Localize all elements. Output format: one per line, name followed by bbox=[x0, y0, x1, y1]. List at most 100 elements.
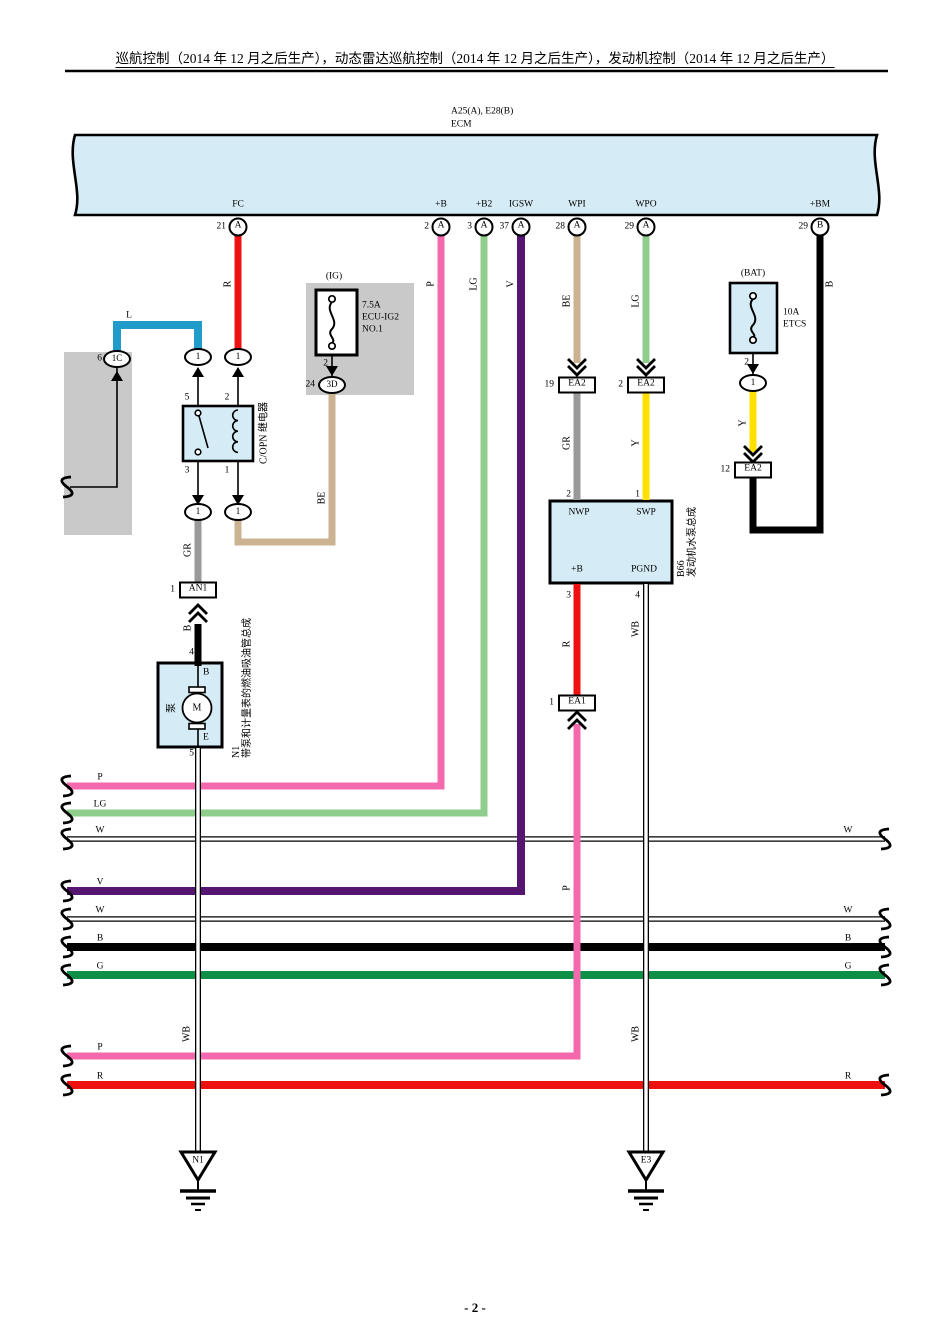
wire-b-bm bbox=[749, 232, 824, 534]
ecm-pin-num: 28 bbox=[555, 221, 566, 232]
wire-label-lg: LG bbox=[468, 277, 480, 291]
ecm-box bbox=[71, 133, 881, 217]
wire-label-wb: WB bbox=[630, 620, 642, 638]
junction-ea2-wpo: EA2 bbox=[627, 376, 665, 394]
ecm-pin-num: 37 bbox=[499, 221, 510, 232]
bus-label-p2-left: P bbox=[97, 1042, 103, 1053]
wire-l-blue bbox=[113, 321, 202, 352]
junction-ea2-wpi: EA2 bbox=[558, 376, 596, 394]
connector-1c-num: 6 bbox=[97, 353, 102, 364]
water-pump-code: B66 bbox=[676, 560, 687, 577]
ground-right bbox=[626, 1150, 666, 1211]
bus-label-r-left: R bbox=[96, 1071, 104, 1082]
fuse-ig-box bbox=[314, 288, 359, 357]
page-title: 巡航控制（2014 年 12 月之后生产），动态雷达巡航控制（2014 年 12… bbox=[115, 51, 835, 68]
wp-term-pgnd: PGND bbox=[631, 564, 657, 575]
fuel-pump-name: N1 带泵和计量表的燃油吸油管总成 bbox=[231, 618, 253, 758]
wire-label-gr: GR bbox=[182, 543, 194, 557]
bus-label-r-right: R bbox=[844, 1071, 852, 1082]
ecm-pin-conn-wpo: A bbox=[636, 217, 656, 237]
junction-ea2-bm: EA2 bbox=[734, 461, 772, 479]
ecm-pin-conn-plusb2: A bbox=[474, 217, 494, 237]
wire-v-igsw bbox=[67, 232, 525, 895]
wire-label-y: Y bbox=[630, 439, 642, 447]
junction-ea1: EA1 bbox=[558, 694, 596, 712]
fuse-etcs-name: ETCS bbox=[783, 319, 807, 330]
ecm-pin-label-fc: FC bbox=[232, 199, 244, 210]
ecm-code: A25(A), E28(B) bbox=[451, 106, 514, 117]
relay-pin-3: 3 bbox=[184, 465, 190, 476]
relay-box bbox=[181, 404, 255, 463]
fuel-pump-title: 带泵和计量表的燃油吸油管总成 bbox=[242, 618, 253, 758]
fuse-ig-name2: NO.1 bbox=[362, 324, 383, 335]
bus-label-b-left: B bbox=[96, 933, 104, 944]
wire-label-b2: B bbox=[182, 624, 194, 632]
water-pump-title: 发动机水泵总成 bbox=[687, 507, 698, 577]
ecm-pin-num: 29 bbox=[798, 221, 809, 232]
wire-label-p: P bbox=[425, 281, 437, 287]
wires bbox=[67, 232, 824, 1060]
connector-relay-br: 1 bbox=[224, 503, 252, 521]
page-number: - 2 - bbox=[464, 1300, 486, 1315]
wire-p-plusb bbox=[67, 232, 445, 790]
wire-label-y2: Y bbox=[737, 419, 749, 427]
bus-label-g-left: G bbox=[96, 961, 104, 972]
ecm-pin-num: 2 bbox=[424, 221, 429, 232]
wire-label-r: R bbox=[222, 280, 234, 288]
bus-label-w1-right: W bbox=[843, 825, 853, 836]
fuse-ig-bank: (IG) bbox=[325, 271, 343, 282]
shield-box-left bbox=[64, 352, 132, 535]
wire-label-b: B bbox=[824, 280, 836, 288]
bus-label-v-left: V bbox=[96, 877, 104, 888]
junction-ea1-num: 1 bbox=[549, 697, 554, 708]
wp-pin-4: 4 bbox=[635, 590, 640, 601]
bus-label-g-right: G bbox=[844, 961, 852, 972]
connector-relay-tr: 1 bbox=[224, 348, 252, 366]
wire-lg-plusb2 bbox=[67, 232, 488, 817]
bus-label-w2-right: W bbox=[843, 905, 853, 916]
wire-label-wb2: WB bbox=[181, 1025, 193, 1043]
fuse-ig-symbol bbox=[327, 294, 337, 351]
wb-wires bbox=[195, 584, 649, 1152]
ecm-pin-label-wpo: WPO bbox=[635, 199, 657, 210]
pump-term-b: B bbox=[203, 667, 210, 678]
ecm-pin-conn-bm: B bbox=[810, 217, 830, 237]
wire-label-v: V bbox=[505, 280, 517, 288]
continuation-squiggles bbox=[60, 475, 892, 1097]
wire-label-wb3: WB bbox=[630, 1025, 642, 1043]
ground-label-e3: E3 bbox=[640, 1155, 652, 1166]
wire-be-ig bbox=[234, 392, 336, 546]
water-pump-box bbox=[548, 499, 674, 585]
wire-label-p2: P bbox=[561, 885, 573, 891]
connector-relay-bl: 1 bbox=[184, 503, 212, 521]
fuse-etcs-rating: 10A bbox=[783, 307, 800, 318]
wire-p-ea1 bbox=[67, 724, 581, 1060]
fuse-ig-rating: 7.5A bbox=[362, 300, 381, 311]
ecm-pin-conn-plusb: A bbox=[431, 217, 451, 237]
ground-left bbox=[178, 1150, 218, 1211]
fuse-etcs-bank: (BAT) bbox=[740, 268, 766, 279]
connector-3d-num: 24 bbox=[305, 379, 316, 390]
water-pump-name: B66 发动机水泵总成 bbox=[676, 507, 698, 577]
fuel-pump-code: N1 bbox=[231, 745, 242, 758]
wp-term-nwp: NWP bbox=[568, 507, 590, 518]
ground-label-n1: N1 bbox=[192, 1155, 204, 1166]
pump-pin-4: 4 bbox=[189, 647, 194, 658]
ecm-pin-label-plusb2: +B2 bbox=[475, 199, 493, 210]
ecm-pin-num: 3 bbox=[467, 221, 472, 232]
connector-etcs-out: 1 bbox=[739, 374, 767, 392]
ecm-pin-label-igsw: IGSW bbox=[508, 199, 534, 210]
arrowheads bbox=[111, 364, 759, 505]
bus-w-wires bbox=[67, 836, 885, 922]
ecm-pin-label-bm: +BM bbox=[809, 199, 831, 210]
ecm-name: ECM bbox=[451, 119, 472, 130]
junction-ea2-wpo-num: 2 bbox=[618, 379, 623, 390]
wire-label-gr2: GR bbox=[561, 436, 573, 450]
relay-internals bbox=[194, 409, 239, 456]
wp-pin-2: 2 bbox=[566, 489, 571, 500]
connector-1c: 1C bbox=[103, 350, 131, 368]
bus-label-lg-left: LG bbox=[93, 799, 107, 810]
junction-ea2-wpi-num: 19 bbox=[544, 379, 555, 390]
